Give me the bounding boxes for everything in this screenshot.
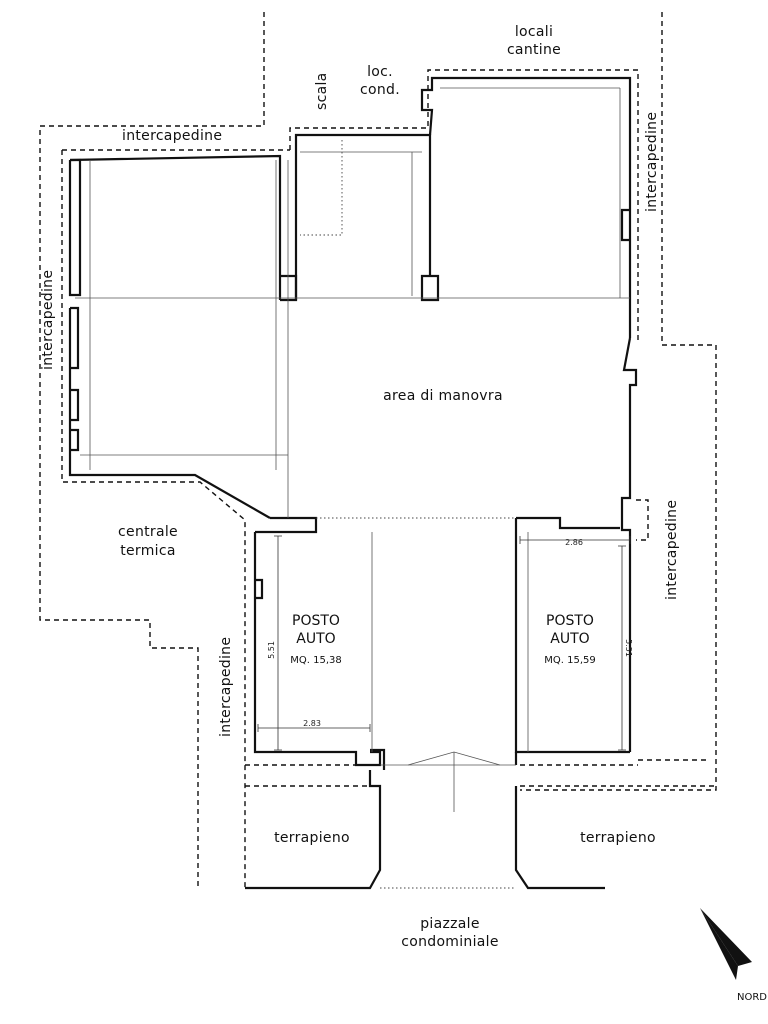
label-area-di-manovra: area di manovra (383, 388, 503, 404)
label-piazzale: piazzale (420, 916, 480, 932)
parking-right-depth-dim: 5.51 (624, 639, 633, 657)
label-condominiale: condominiale (401, 934, 499, 950)
parking-left-title-2: AUTO (296, 631, 335, 647)
inner-lines (75, 87, 630, 812)
label-terrapieno-right: terrapieno (580, 830, 656, 846)
parking-right-width-dim: 2.86 (565, 538, 583, 547)
parking-right-title-2: AUTO (550, 631, 589, 647)
label-scala: scala (314, 72, 330, 110)
label-intercapedine-bottom-left: intercapedine (218, 637, 234, 737)
parking-right-title-1: POSTO (546, 613, 594, 629)
dashed-boundaries (39, 12, 717, 890)
label-intercapedine-right-top: intercapedine (644, 112, 660, 212)
labels: intercapedine intercapedine intercapedin… (40, 24, 767, 1003)
label-centrale: centrale (118, 524, 178, 540)
label-cond: cond. (360, 82, 400, 98)
label-locali: locali (515, 24, 553, 40)
parking-left-depth-dim: 5.51 (267, 641, 276, 659)
label-termica: termica (120, 543, 176, 559)
parking-left-title-1: POSTO (292, 613, 340, 629)
north-arrow-icon (700, 908, 752, 980)
label-terrapieno-left: terrapieno (274, 830, 350, 846)
dimension-lines (257, 535, 631, 751)
parking-left-width-dim: 2.83 (303, 719, 321, 728)
label-loc: loc. (367, 64, 393, 80)
dotted-lines (300, 140, 516, 889)
walls (68, 76, 638, 890)
label-intercapedine-top: intercapedine (122, 128, 222, 144)
label-intercapedine-left: intercapedine (40, 270, 56, 370)
label-nord: NORD (737, 992, 767, 1003)
label-intercapedine-right: intercapedine (664, 500, 680, 600)
label-cantine: cantine (507, 42, 561, 58)
parking-right-area: MQ. 15,59 (544, 655, 595, 666)
parking-left-area: MQ. 15,38 (290, 655, 341, 666)
